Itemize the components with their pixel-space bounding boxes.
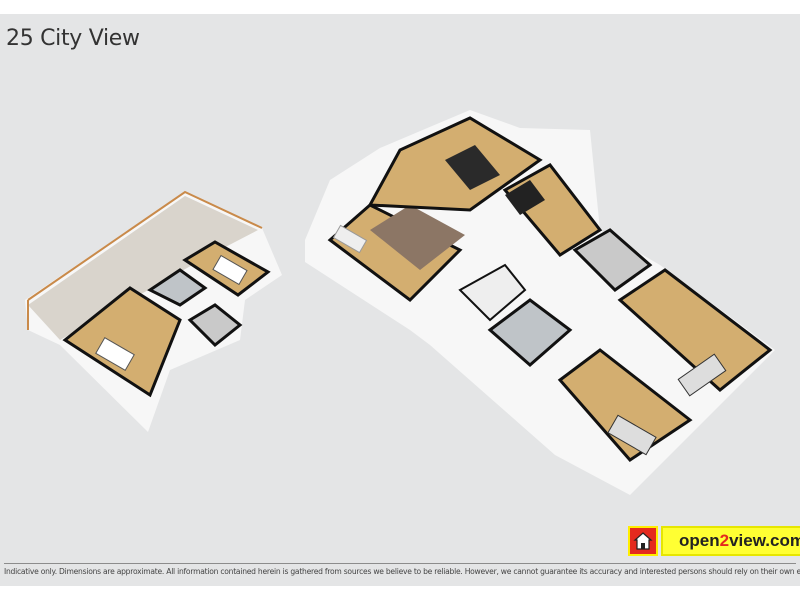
bedroom-floor — [62, 286, 182, 398]
laundry-floor — [572, 228, 653, 292]
rug — [370, 205, 465, 270]
dining-table — [445, 145, 500, 190]
bed — [607, 414, 657, 456]
bedroom-2-floor — [557, 348, 693, 462]
stairs — [458, 263, 527, 322]
upper-level-plan — [25, 190, 282, 432]
bedroom-1-floor — [617, 268, 773, 392]
divider — [4, 563, 796, 564]
bathroom-floor — [147, 268, 208, 307]
balcony-railing — [27, 190, 263, 301]
disclaimer-text: Indicative only. Dimensions are approxim… — [4, 567, 800, 576]
kitchen-bench — [505, 180, 545, 215]
bed — [95, 337, 135, 371]
bathroom-floor — [487, 298, 573, 367]
page-title: 25 City View — [6, 26, 140, 51]
main-level-plan — [305, 110, 775, 495]
living-floor — [327, 203, 463, 302]
balcony-deck — [28, 196, 258, 340]
ensuite-floor — [187, 303, 243, 348]
house-icon — [628, 526, 658, 556]
bed — [212, 254, 248, 286]
bed — [677, 353, 727, 397]
sofa — [332, 224, 368, 254]
